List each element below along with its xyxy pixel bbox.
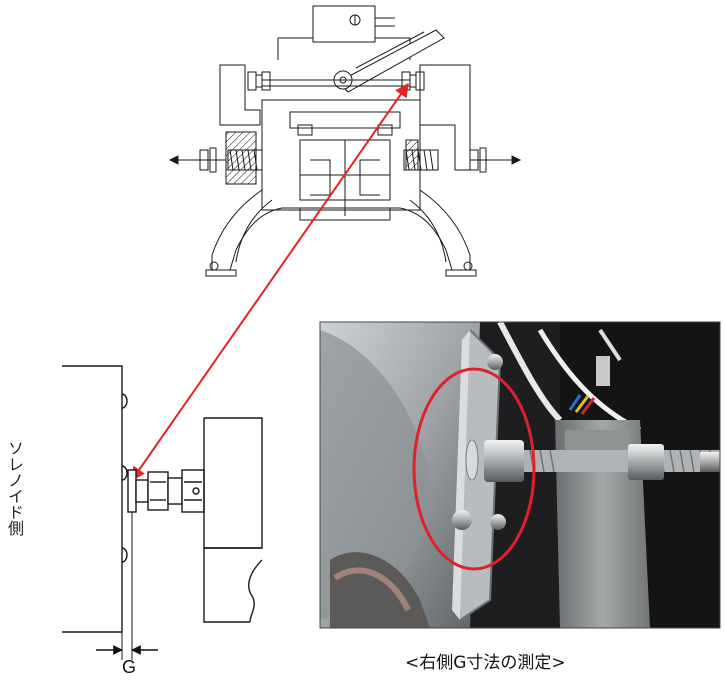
gap-detail-drawing: [62, 365, 263, 660]
top-assembly-drawing: [168, 5, 522, 277]
measurement-photo: [319, 321, 721, 629]
highlight-circle: [412, 367, 536, 571]
gap-label: G: [122, 657, 137, 677]
solenoid-side-label: ソレノイド側: [5, 440, 24, 536]
photo-caption: <右側G寸法の測定>: [405, 653, 566, 673]
leader-arrow: [131, 82, 409, 482]
